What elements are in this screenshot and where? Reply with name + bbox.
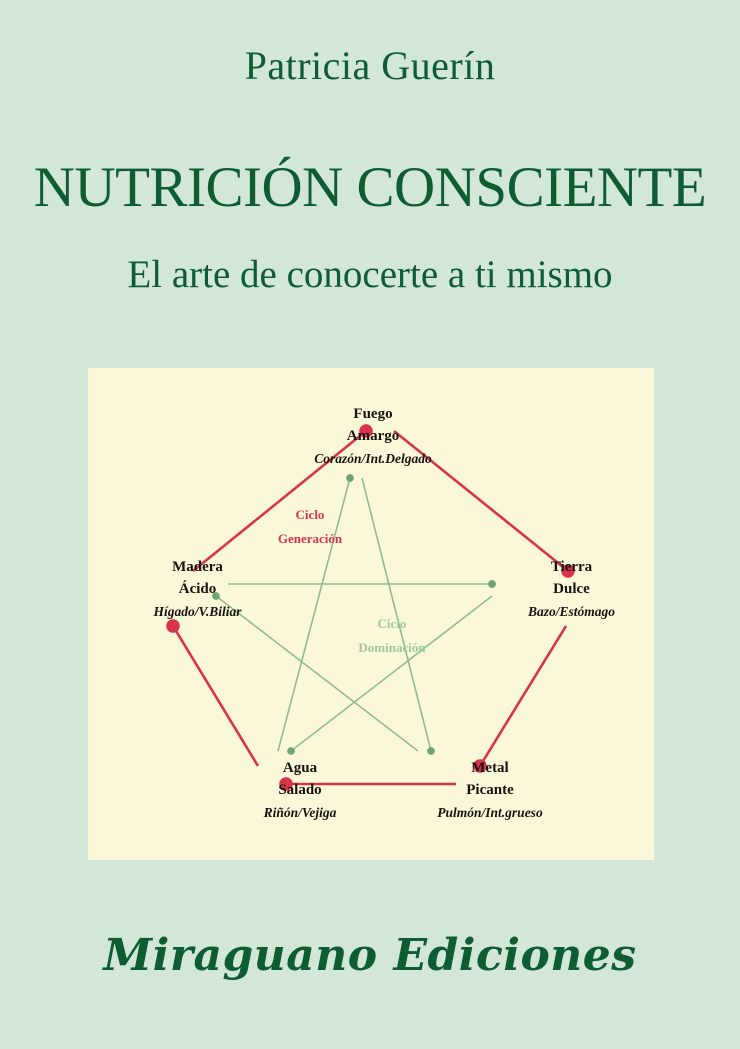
node-fuego-organs: Corazón/Int.Delgado: [314, 450, 432, 466]
node-fuego-element: Fuego: [353, 406, 393, 422]
node-agua-organs: Riñón/Vejiga: [263, 804, 337, 820]
generation-cycle-label-line2: Generación: [277, 531, 343, 547]
five-elements-diagram: [88, 368, 654, 860]
book-subtitle: El arte de conocerte a ti mismo: [127, 253, 613, 296]
node-fuego: Fuego Amargo Corazón/Int.Delgado: [283, 404, 463, 469]
node-metal-taste: Picante: [466, 781, 514, 798]
edge-metal-madera: [212, 592, 419, 752]
node-madera-element: Madera: [172, 559, 223, 575]
generation-cycle-label-line1: Ciclo: [295, 507, 325, 522]
domination-cycle-label: Ciclo Dominación: [322, 612, 462, 660]
node-metal: Metal Picante Pulmón/Int.grueso: [390, 758, 590, 823]
author-name: Patricia Guerín: [244, 43, 496, 88]
node-tierra-taste: Dulce: [553, 580, 590, 597]
node-fuego-taste: Amargo: [346, 427, 400, 444]
node-tierra-element: Tierra: [550, 559, 593, 575]
node-metal-element: Metal: [471, 760, 509, 776]
edge-fuego-metal: [361, 477, 435, 755]
edge-tierra-metal: [473, 625, 568, 773]
edge-fuego-tierra: [393, 429, 575, 578]
five-elements-svg: [166, 424, 575, 791]
domination-cycle-label-line1: Ciclo: [377, 616, 407, 631]
domination-cycle-label-line2: Dominación: [358, 640, 426, 656]
domination-cycle-edges: [212, 474, 496, 755]
node-agua-element: Agua: [282, 760, 318, 776]
node-madera: Madera Ácido Hígado/V.Biliar: [110, 557, 285, 622]
node-madera-taste: Ácido: [178, 580, 217, 597]
edge-agua-fuego: [277, 474, 354, 752]
node-agua: Agua Salado Riñón/Vejiga: [210, 758, 390, 823]
edge-tierra-agua: [287, 595, 493, 755]
node-agua-taste: Salado: [278, 781, 322, 798]
node-tierra-organs: Bazo/Estómago: [527, 603, 616, 619]
generation-cycle-edges: [166, 424, 575, 791]
edge-madera-fuego: [192, 424, 373, 573]
edge-agua-madera: [166, 619, 260, 767]
node-madera-organs: Hígado/V.Biliar: [153, 603, 242, 619]
node-tierra: Tierra Dulce Bazo/Estómago: [484, 557, 659, 622]
book-title: NUTRICIÓN CONSCIENTE: [33, 156, 707, 219]
node-metal-organs: Pulmón/Int.grueso: [437, 804, 543, 820]
publisher-name: Miraguano Ediciones: [103, 930, 637, 981]
generation-cycle-label: Ciclo Generación: [235, 503, 385, 551]
